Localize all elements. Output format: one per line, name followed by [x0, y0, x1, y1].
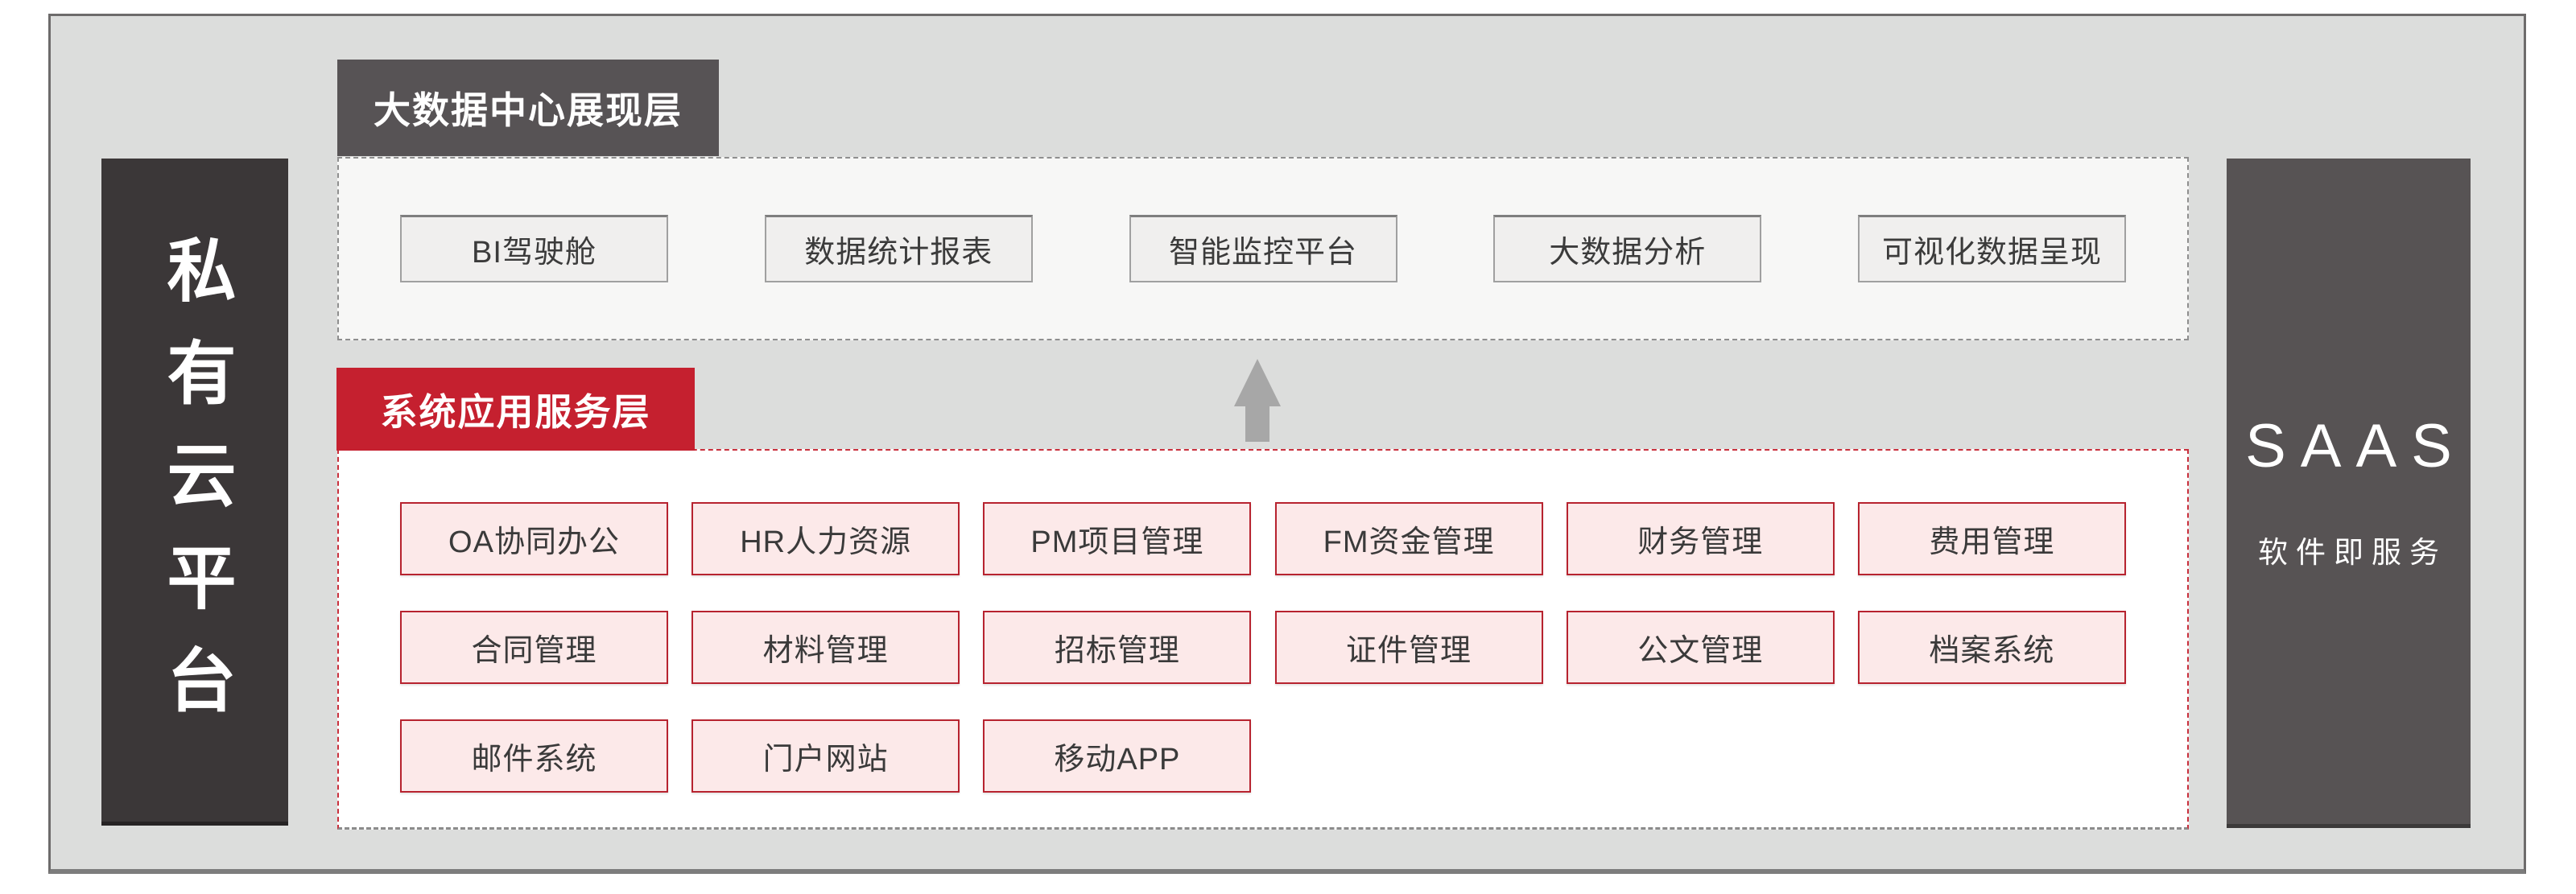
application-item-box: 费用管理 [1857, 502, 2126, 575]
presentation-layer-title: 大数据中心展现层 [374, 89, 683, 131]
presentation-item-label: 智能监控平台 [1168, 236, 1357, 270]
presentation-item-label: 数据统计报表 [804, 236, 993, 270]
application-layer-title: 系统应用服务层 [380, 390, 651, 433]
diagram-canvas: 私有云平台 大数据中心展现层 BI驾驶舱 数据统计报表 智能监控平台 大数据分析… [48, 14, 2526, 874]
application-item-label: 合同管理 [471, 634, 597, 668]
application-item-label: 公文管理 [1637, 634, 1764, 668]
application-item-box: 邮件系统 [400, 719, 668, 793]
application-item-box: 招标管理 [983, 611, 1252, 684]
presentation-item-box: 数据统计报表 [764, 215, 1033, 282]
private-cloud-sidebar: 私有云平台 [101, 159, 288, 826]
saas-subtitle: 软件即服务 [2258, 536, 2447, 569]
presentation-item-box: 可视化数据呈现 [1858, 215, 2126, 282]
application-layer-panel: OA协同办公 HR人力资源 PM项目管理 FM资金管理 财务管理 费用管理 [337, 449, 2189, 830]
application-item-box: 公文管理 [1566, 611, 1835, 684]
application-item-box: 证件管理 [1274, 611, 1543, 684]
application-item-box: OA协同办公 [400, 502, 668, 575]
application-item-label: 费用管理 [1929, 525, 2055, 559]
saas-title: SAAS [2245, 412, 2467, 480]
application-item-label: OA协同办公 [448, 525, 620, 559]
presentation-item-label: 可视化数据呈现 [1881, 236, 2102, 270]
application-item-box: 档案系统 [1857, 611, 2126, 684]
application-item-box: FM资金管理 [1274, 502, 1543, 575]
application-item-box: HR人力资源 [691, 502, 960, 575]
application-item-label: HR人力资源 [740, 525, 912, 559]
presentation-item-box: 智能监控平台 [1129, 215, 1397, 282]
presentation-layer-panel: BI驾驶舱 数据统计报表 智能监控平台 大数据分析 可视化数据呈现 [337, 157, 2189, 340]
presentation-item-label: BI驾驶舱 [472, 236, 597, 270]
application-item-box: 移动APP [983, 719, 1252, 793]
application-item-label: 证件管理 [1346, 634, 1472, 668]
application-item-label: FM资金管理 [1323, 525, 1495, 559]
saas-sidebar: SAAS 软件即服务 [2227, 159, 2471, 828]
presentation-layer-header: 大数据中心展现层 [337, 60, 719, 156]
application-layer-header: 系统应用服务层 [336, 368, 695, 451]
application-item-box: 合同管理 [400, 611, 668, 684]
application-item-label: 招标管理 [1054, 634, 1180, 668]
application-item-label: 移动APP [1054, 743, 1181, 777]
up-arrow-icon [1234, 359, 1281, 442]
presentation-item-box: 大数据分析 [1493, 215, 1762, 282]
application-item-label: 档案系统 [1929, 634, 2055, 668]
application-item-label: PM项目管理 [1030, 525, 1204, 559]
application-item-label: 材料管理 [762, 634, 889, 668]
presentation-item-box: BI驾驶舱 [400, 215, 668, 282]
application-item-label: 财务管理 [1637, 525, 1764, 559]
presentation-item-label: 大数据分析 [1549, 236, 1707, 270]
application-item-box: PM项目管理 [983, 502, 1252, 575]
private-cloud-label: 私有云平台 [156, 233, 233, 747]
application-item-box: 门户网站 [691, 719, 960, 793]
application-item-label: 门户网站 [762, 743, 889, 777]
application-item-box: 财务管理 [1566, 502, 1835, 575]
application-item-label: 邮件系统 [471, 743, 597, 777]
application-item-box: 材料管理 [691, 611, 960, 684]
